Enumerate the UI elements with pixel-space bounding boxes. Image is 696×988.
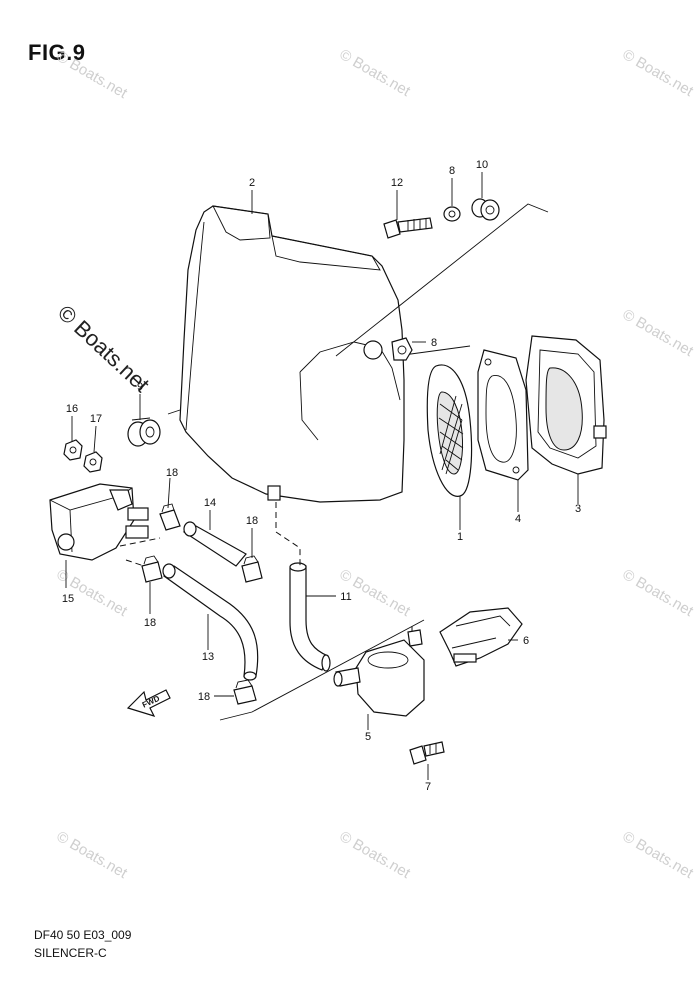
callout-5: 5 (365, 731, 371, 743)
callout-2: 2 (249, 177, 255, 189)
callout-13: 13 (202, 651, 214, 663)
callout-4: 4 (515, 513, 521, 525)
part-clamp-18-right[interactable] (241, 555, 263, 583)
callout-9: 9 (137, 381, 143, 393)
callout-8-middle: 8 (431, 337, 437, 349)
callout-12: 12 (391, 177, 403, 189)
part-hose-13[interactable] (162, 563, 259, 681)
part-bolt-12[interactable] (383, 217, 433, 239)
callout-17: 17 (90, 413, 102, 425)
part-washer-8-top[interactable] (443, 206, 461, 222)
part-nut-16[interactable] (63, 439, 83, 461)
part-bracket-6[interactable] (439, 607, 523, 667)
callout-14: 14 (204, 497, 216, 509)
callout-18-bottom: 18 (198, 691, 210, 703)
leader-lines (65, 172, 579, 780)
part-valve-15[interactable] (49, 483, 149, 561)
part-gasket-4[interactable] (477, 349, 529, 481)
callout-18-top: 18 (166, 467, 178, 479)
fwd-arrow-icon: FWD (126, 689, 171, 717)
callout-18-right: 18 (246, 515, 258, 527)
callout-7: 7 (425, 781, 431, 793)
callout-10: 10 (476, 159, 488, 171)
part-hose-11[interactable] (289, 562, 331, 672)
part-bolt-7[interactable] (409, 741, 445, 765)
callout-1: 1 (457, 531, 463, 543)
callout-15: 15 (62, 593, 74, 605)
callout-3: 3 (575, 503, 581, 515)
callout-6: 6 (523, 635, 529, 647)
part-clamp-18-left[interactable] (141, 555, 163, 583)
diagram-name: SILENCER-C (34, 946, 107, 960)
part-clamp-18-top[interactable] (159, 503, 181, 531)
part-clamp-18-bottom[interactable] (233, 679, 257, 705)
part-silencer-case[interactable] (179, 205, 405, 503)
part-collar-8-middle[interactable] (391, 337, 413, 361)
part-silencer-cover-3[interactable] (525, 335, 607, 475)
callout-8-top: 8 (449, 165, 455, 177)
diagram-code: DF40 50 E03_009 (34, 928, 132, 942)
part-chamber-5[interactable] (333, 629, 425, 717)
callout-18-left: 18 (144, 617, 156, 629)
part-screen-1[interactable] (426, 364, 473, 497)
part-hose-14[interactable] (182, 521, 247, 567)
part-grommet-9[interactable] (127, 419, 161, 447)
part-nut-17[interactable] (83, 451, 103, 473)
callout-11: 11 (340, 591, 351, 603)
figure-title: FIG.9 (28, 40, 86, 65)
part-grommet-10[interactable] (471, 198, 500, 221)
callout-16: 16 (66, 403, 78, 415)
